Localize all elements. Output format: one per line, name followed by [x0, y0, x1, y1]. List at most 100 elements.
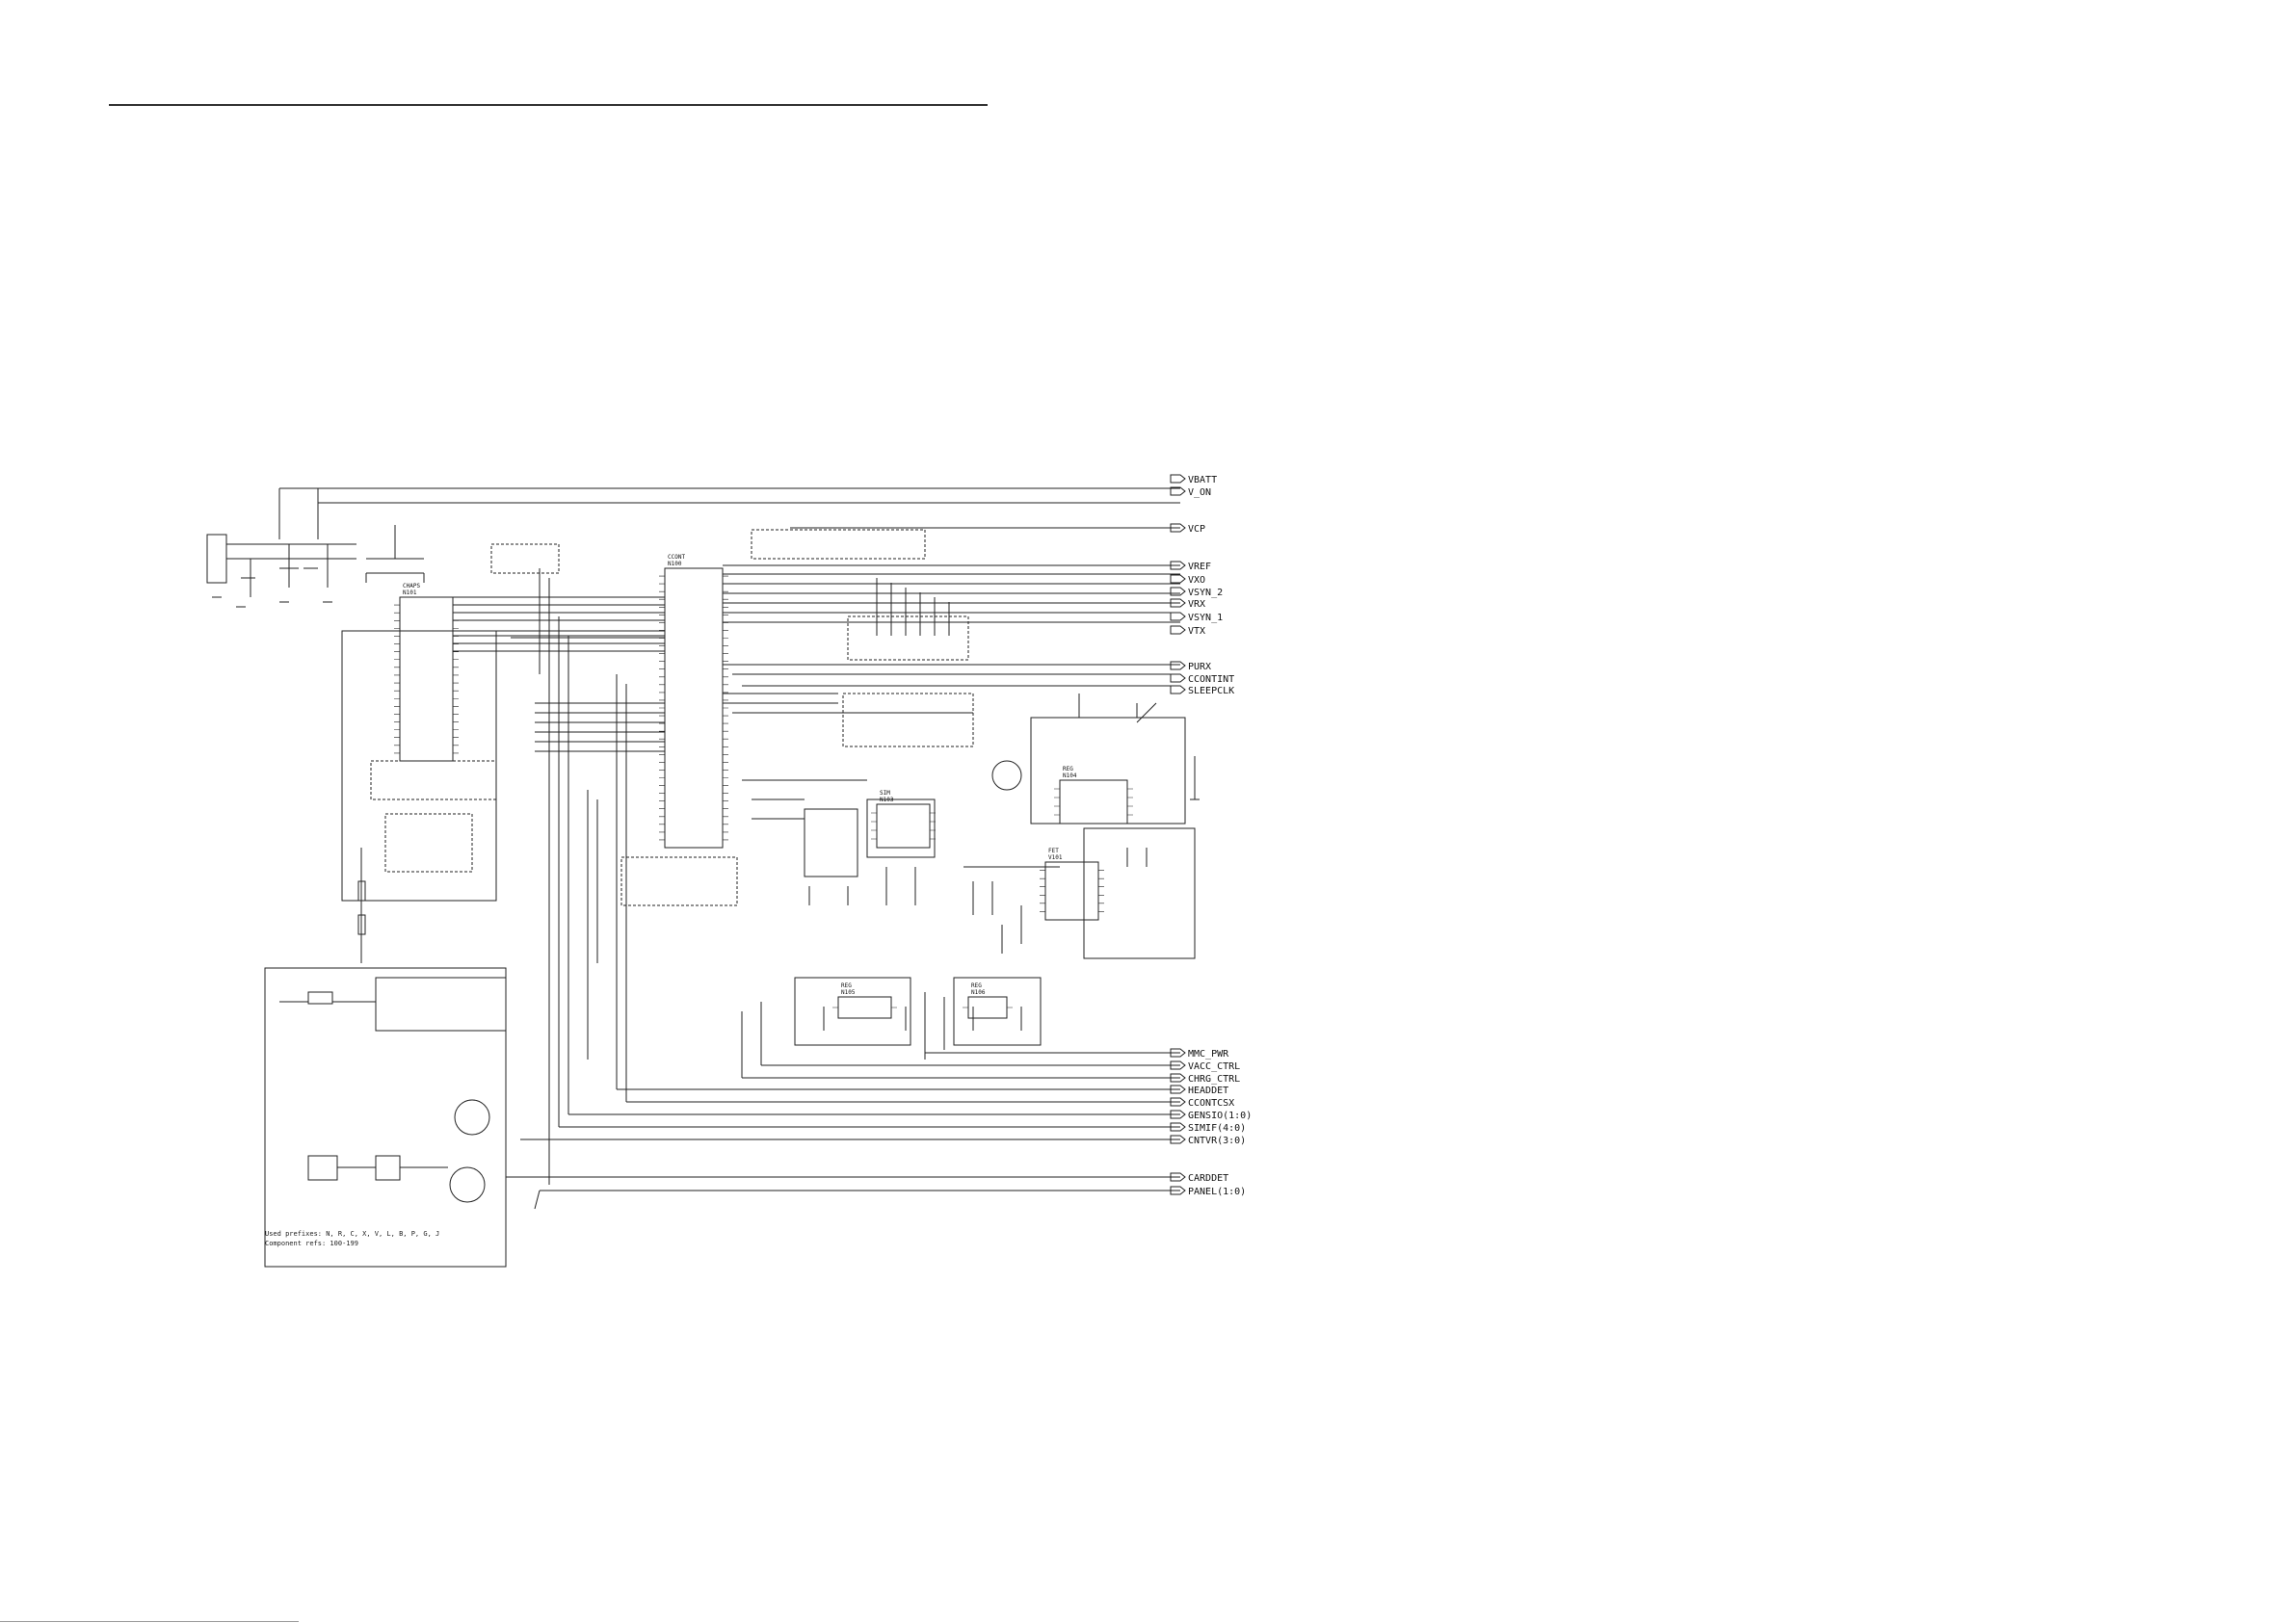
output-port-18: SIMIF(4:0)	[1170, 1122, 1246, 1134]
lower-regulators	[794, 977, 1042, 1060]
charging-section	[264, 967, 507, 1268]
port-symbol	[1170, 1085, 1186, 1094]
port-symbol	[1170, 661, 1186, 670]
port-label: VREF	[1188, 562, 1211, 572]
port-symbol	[1170, 598, 1186, 608]
output-port-16: CCONTCSX	[1170, 1097, 1234, 1109]
bottom-rule	[0, 1621, 299, 1622]
port-label: CCONTCSX	[1188, 1098, 1234, 1109]
supply-rails	[723, 527, 1180, 714]
port-label: PURX	[1188, 662, 1211, 672]
port-symbol	[1170, 1060, 1186, 1070]
port-label: VTX	[1188, 626, 1205, 637]
output-port-13: VACC_CTRL	[1170, 1060, 1240, 1072]
port-symbol	[1170, 1186, 1186, 1195]
component-name: REG	[971, 982, 982, 989]
port-symbol	[1170, 1110, 1186, 1119]
output-buses	[506, 1002, 1180, 1210]
port-label: VACC_CTRL	[1188, 1061, 1240, 1072]
port-label: VBATT	[1188, 475, 1217, 485]
port-symbol	[1170, 625, 1186, 635]
component-ref: N103	[880, 797, 894, 803]
component-name: REG	[841, 982, 852, 989]
output-port-12: MMC_PWR	[1170, 1048, 1229, 1060]
port-label: VRX	[1188, 599, 1205, 610]
output-port-8: VTX	[1170, 625, 1205, 637]
port-label: CHRG_CTRL	[1188, 1074, 1240, 1085]
port-symbol	[1170, 561, 1186, 570]
chaps-frame	[341, 525, 497, 963]
component-ref: V101	[1048, 854, 1063, 861]
port-label: GENSIO(1:0)	[1188, 1111, 1252, 1121]
port-label: CARDDET	[1188, 1173, 1228, 1184]
footer-prefixes: Used prefixes: N, R, C, X, V, L, B, P, G…	[265, 1230, 440, 1238]
output-port-14: CHRG_CTRL	[1170, 1073, 1240, 1085]
port-label: VCP	[1188, 524, 1205, 535]
port-label: VSYN_2	[1188, 588, 1223, 598]
sim-block	[742, 779, 936, 905]
port-label: VXO	[1188, 575, 1205, 586]
regulator-block	[963, 827, 1196, 959]
component-name: CCONT	[668, 554, 685, 561]
output-port-20: CARDDET	[1170, 1172, 1228, 1184]
component-name: SIM	[880, 790, 890, 797]
port-label: V_ON	[1188, 487, 1211, 498]
component-name: REG	[1063, 766, 1073, 772]
output-port-19: CNTVR(3:0)	[1170, 1135, 1246, 1146]
output-port-11: SLEEPCLK	[1170, 685, 1234, 696]
output-port-4: VXO	[1170, 574, 1205, 586]
output-port-1: V_ON	[1170, 486, 1211, 498]
port-label: SLEEPCLK	[1188, 686, 1234, 696]
output-port-21: PANEL(1:0)	[1170, 1186, 1246, 1197]
port-label: CCONTINT	[1188, 674, 1234, 685]
component-name: FET	[1048, 848, 1059, 854]
port-symbol	[1170, 685, 1186, 694]
output-port-15: HEADDET	[1170, 1085, 1228, 1096]
port-symbol	[1170, 587, 1186, 596]
dashed-boxes	[490, 529, 974, 906]
component-ref: N106	[971, 989, 986, 996]
port-symbol	[1170, 574, 1186, 584]
output-port-0: VBATT	[1170, 474, 1217, 485]
port-label: HEADDET	[1188, 1086, 1228, 1096]
port-symbol	[1170, 474, 1186, 484]
oscillator-block	[991, 694, 1200, 825]
port-symbol	[1170, 1122, 1186, 1132]
port-symbol	[1170, 1048, 1186, 1058]
output-port-6: VRX	[1170, 598, 1205, 610]
component-ref: N100	[668, 561, 682, 567]
port-label: MMC_PWR	[1188, 1049, 1229, 1060]
port-symbol	[1170, 673, 1186, 683]
port-label: VSYN_1	[1188, 613, 1223, 623]
output-port-5: VSYN_2	[1170, 587, 1223, 598]
output-port-10: CCONTINT	[1170, 673, 1234, 685]
output-port-7: VSYN_1	[1170, 612, 1223, 623]
component-ref: N101	[403, 589, 417, 596]
port-symbol	[1170, 1172, 1186, 1182]
port-label: PANEL(1:0)	[1188, 1187, 1246, 1197]
power-input-section	[206, 487, 1180, 608]
port-label: SIMIF(4:0)	[1188, 1123, 1246, 1134]
output-port-3: VREF	[1170, 561, 1211, 572]
footer-refs: Component refs: 100-199	[265, 1240, 358, 1247]
port-symbol	[1170, 523, 1186, 533]
component-ref: N104	[1063, 772, 1077, 779]
output-port-17: GENSIO(1:0)	[1170, 1110, 1252, 1121]
output-port-2: VCP	[1170, 523, 1205, 535]
component-name: CHAPS	[403, 583, 420, 589]
component-ref: N105	[841, 989, 856, 996]
port-symbol	[1170, 1073, 1186, 1083]
output-port-9: PURX	[1170, 661, 1211, 672]
signal-buses	[453, 568, 665, 1185]
port-symbol	[1170, 1097, 1186, 1107]
port-symbol	[1170, 1135, 1186, 1144]
components-layer: N100CCONTN101CHAPSN103SIMN104REGV101FETN…	[394, 554, 1133, 1019]
